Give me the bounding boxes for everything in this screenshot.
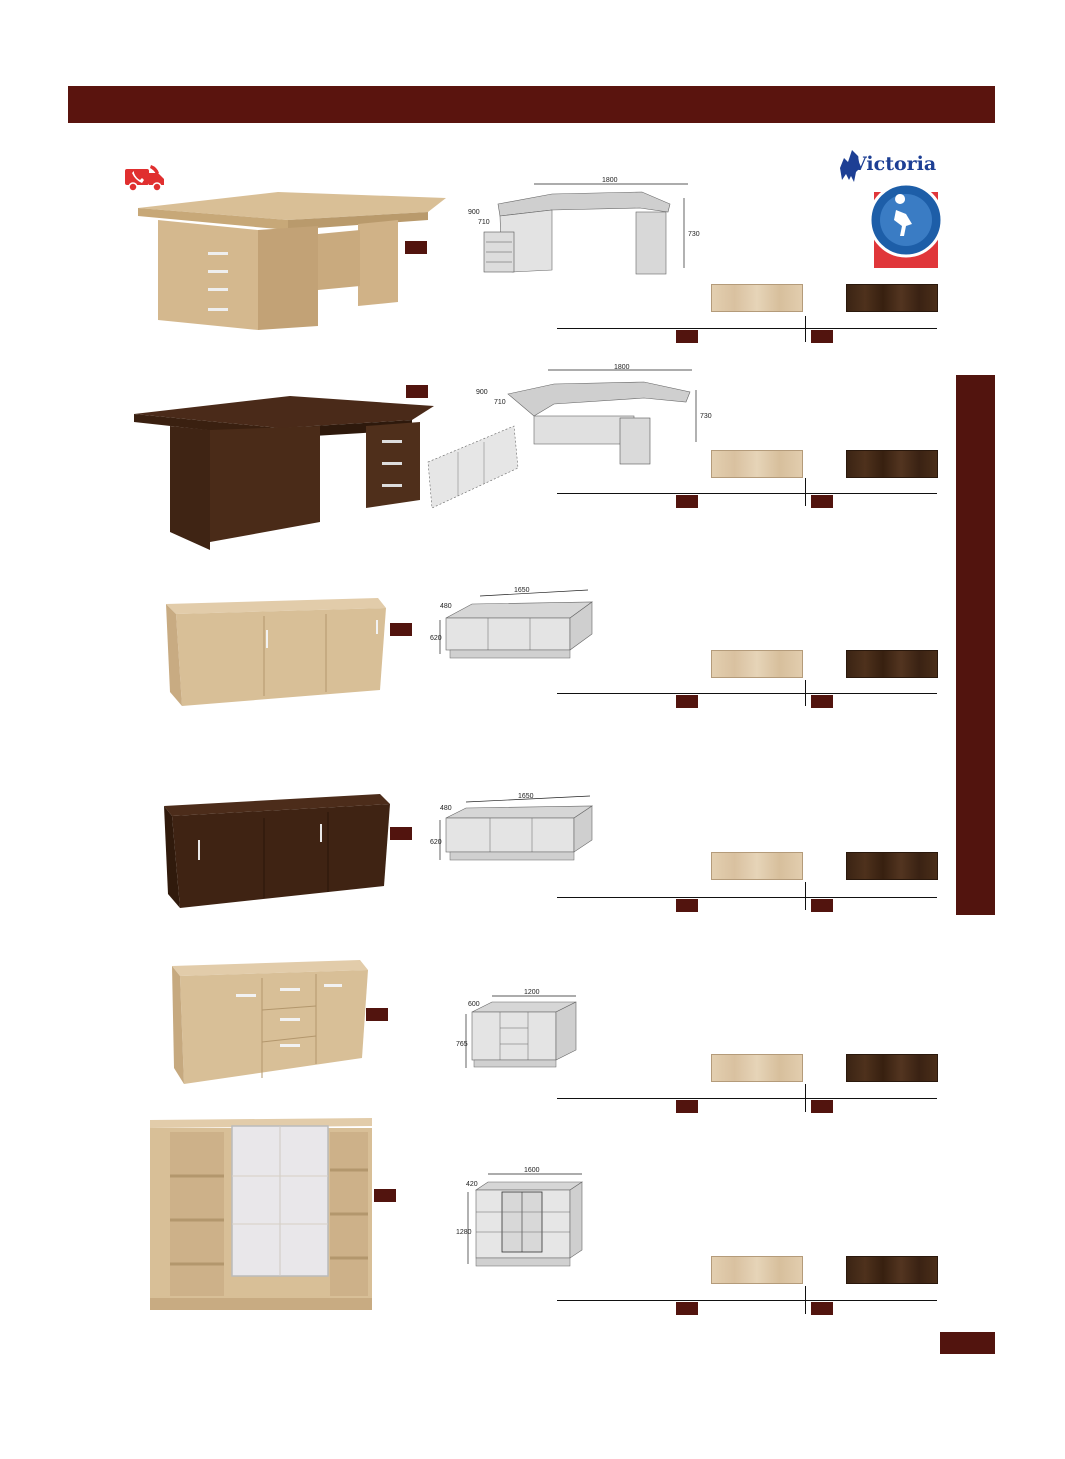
price-marker-light: [676, 1302, 698, 1315]
product-photo-desk-light: [138, 192, 446, 330]
finish-swatch-dark[interactable]: [846, 852, 938, 880]
product-code-marker: [390, 623, 412, 636]
dim-depth-total: 900: [476, 389, 488, 396]
price-row-divider: [805, 882, 806, 910]
price-marker-light: [676, 330, 698, 343]
dim-height: 620: [430, 839, 442, 846]
dim-depth: 480: [440, 805, 452, 812]
finish-swatch-dark[interactable]: [846, 650, 938, 678]
dimension-drawing-credenza-light: 1650 620 480: [430, 587, 593, 659]
price-row-divider: [805, 1286, 806, 1314]
price-marker-light: [676, 899, 698, 912]
price-marker-light: [676, 495, 698, 508]
dim-width: 1650: [514, 587, 530, 594]
price-marker-light: [676, 1100, 698, 1113]
page-number-tab: [940, 1332, 995, 1354]
product-code-marker: [390, 827, 412, 840]
dimension-drawing-desk-dark: 1800 730 900 710: [427, 364, 712, 509]
product-code-marker: [406, 385, 428, 398]
brand-name: Victoria: [852, 153, 937, 175]
dim-height: 730: [688, 231, 700, 238]
dim-height: 765: [456, 1041, 468, 1048]
dim-depth-ext: 710: [478, 219, 490, 226]
finish-swatch-light[interactable]: [711, 284, 803, 312]
delivery-truck-icon: [125, 165, 164, 192]
brand-logo: [834, 140, 944, 270]
dim-width: 1200: [524, 989, 540, 996]
dim-height: 1280: [456, 1229, 472, 1236]
finish-swatch-dark[interactable]: [846, 450, 938, 478]
product-code-marker: [405, 241, 427, 254]
product-photo-bookcase-light: [150, 1118, 372, 1310]
price-marker-dark: [811, 695, 833, 708]
dim-width: 1800: [614, 364, 630, 371]
dim-depth-total: 900: [468, 209, 480, 216]
dimension-drawing-sideboard-light: 1200 765 600: [456, 989, 577, 1068]
price-row-divider: [805, 1084, 806, 1112]
finish-swatch-light[interactable]: [711, 1054, 803, 1082]
product-photo-credenza-light: [166, 598, 386, 706]
finish-swatch-dark[interactable]: [846, 1054, 938, 1082]
finish-swatch-light[interactable]: [711, 852, 803, 880]
price-row-rule: [557, 1098, 937, 1099]
product-photo-desk-dark: [134, 396, 434, 550]
dim-depth: 600: [468, 1001, 480, 1008]
price-row-rule: [557, 897, 937, 898]
price-row-rule: [557, 1300, 937, 1301]
product-photo-credenza-dark: [164, 794, 390, 908]
price-row-divider: [805, 316, 806, 342]
price-marker-light: [676, 695, 698, 708]
price-marker-dark: [811, 899, 833, 912]
price-row-rule: [557, 328, 937, 329]
price-row-rule: [557, 493, 937, 494]
price-row-divider: [805, 478, 806, 506]
price-row-rule: [557, 693, 937, 694]
price-marker-dark: [811, 1100, 833, 1113]
dim-height: 730: [700, 413, 712, 420]
finish-swatch-light[interactable]: [711, 450, 803, 478]
price-marker-dark: [811, 495, 833, 508]
dim-width: 1650: [518, 793, 534, 800]
product-code-marker: [366, 1008, 388, 1021]
price-marker-dark: [811, 1302, 833, 1315]
price-row-divider: [805, 680, 806, 706]
dimension-drawing-bookcase-light: 1600 1280 420: [456, 1167, 583, 1267]
finish-swatch-dark[interactable]: [846, 284, 938, 312]
dim-depth-ext: 710: [494, 399, 506, 406]
product-photo-sideboard-light: [172, 960, 368, 1084]
price-marker-dark: [811, 330, 833, 343]
section-side-bar: [956, 375, 995, 915]
dim-width: 1800: [602, 177, 618, 184]
dim-width: 1600: [524, 1167, 540, 1174]
dim-height: 620: [430, 635, 442, 642]
dim-depth: 480: [440, 603, 452, 610]
finish-swatch-dark[interactable]: [846, 1256, 938, 1284]
finish-swatch-light[interactable]: [711, 650, 803, 678]
dimension-drawing-credenza-dark: 1650 620 480: [430, 793, 594, 861]
dimension-drawing-desk-light: 1800 730 900 710: [468, 177, 700, 275]
finish-swatch-light[interactable]: [711, 1256, 803, 1284]
header-bar: [68, 86, 995, 123]
product-code-marker: [374, 1189, 396, 1202]
dim-depth: 420: [466, 1181, 478, 1188]
